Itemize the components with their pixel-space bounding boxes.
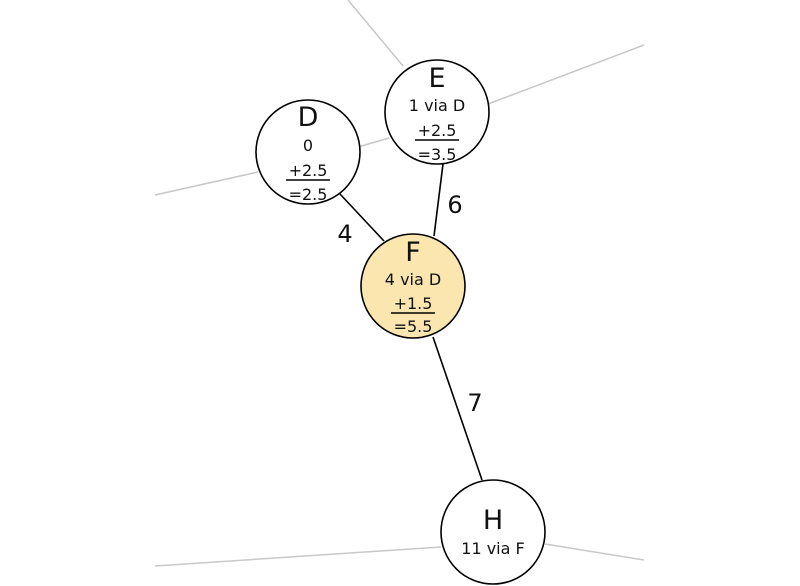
dim-edge-h-left [154,546,442,567]
dim-edge-d-e [357,137,390,148]
background-edges [154,0,645,567]
dim-edge-d-left [154,171,259,196]
edge-weight-d-f: 4 [337,220,352,248]
node-f-circle [360,233,466,339]
node-d-name: D [298,102,319,133]
node-e-name: E [428,63,445,94]
edge-weights: 4 6 7 [337,191,482,417]
node-f-line-0: 4 via D [385,270,441,289]
node-h-line-0: 11 via F [461,539,524,558]
edge-d-f [339,193,385,242]
main-edges [339,163,483,481]
node-d-circle [255,99,361,205]
dim-edge-h-right [544,543,645,561]
node-e-line-2: =3.5 [418,145,457,164]
edge-e-f [433,163,444,237]
node-f-line-1: +1.5 [394,294,433,313]
node-f-line-2: =5.5 [394,317,433,336]
node-f[interactable]: F 4 via D +1.5 =5.5 [360,233,466,339]
node-e-line-0: 1 via D [409,96,465,115]
dim-edge-e-up [347,0,404,67]
edge-weight-f-h: 7 [467,389,482,417]
node-e[interactable]: E 1 via D +2.5 =3.5 [384,59,490,165]
node-d-line-2: =2.5 [289,185,328,204]
node-h-circle [440,479,546,585]
node-f-name: F [405,237,421,268]
node-h-name: H [483,505,503,536]
node-h[interactable]: H 11 via F [440,479,546,585]
node-d[interactable]: D 0 +2.5 =2.5 [255,99,361,205]
node-e-line-1: +2.5 [418,121,457,140]
dim-edge-e-right [487,44,645,105]
node-d-line-1: +2.5 [289,161,328,180]
node-e-circle [384,59,490,165]
edge-f-h [432,336,483,481]
edge-weight-e-f: 6 [447,191,462,219]
node-d-line-0: 0 [303,136,313,155]
